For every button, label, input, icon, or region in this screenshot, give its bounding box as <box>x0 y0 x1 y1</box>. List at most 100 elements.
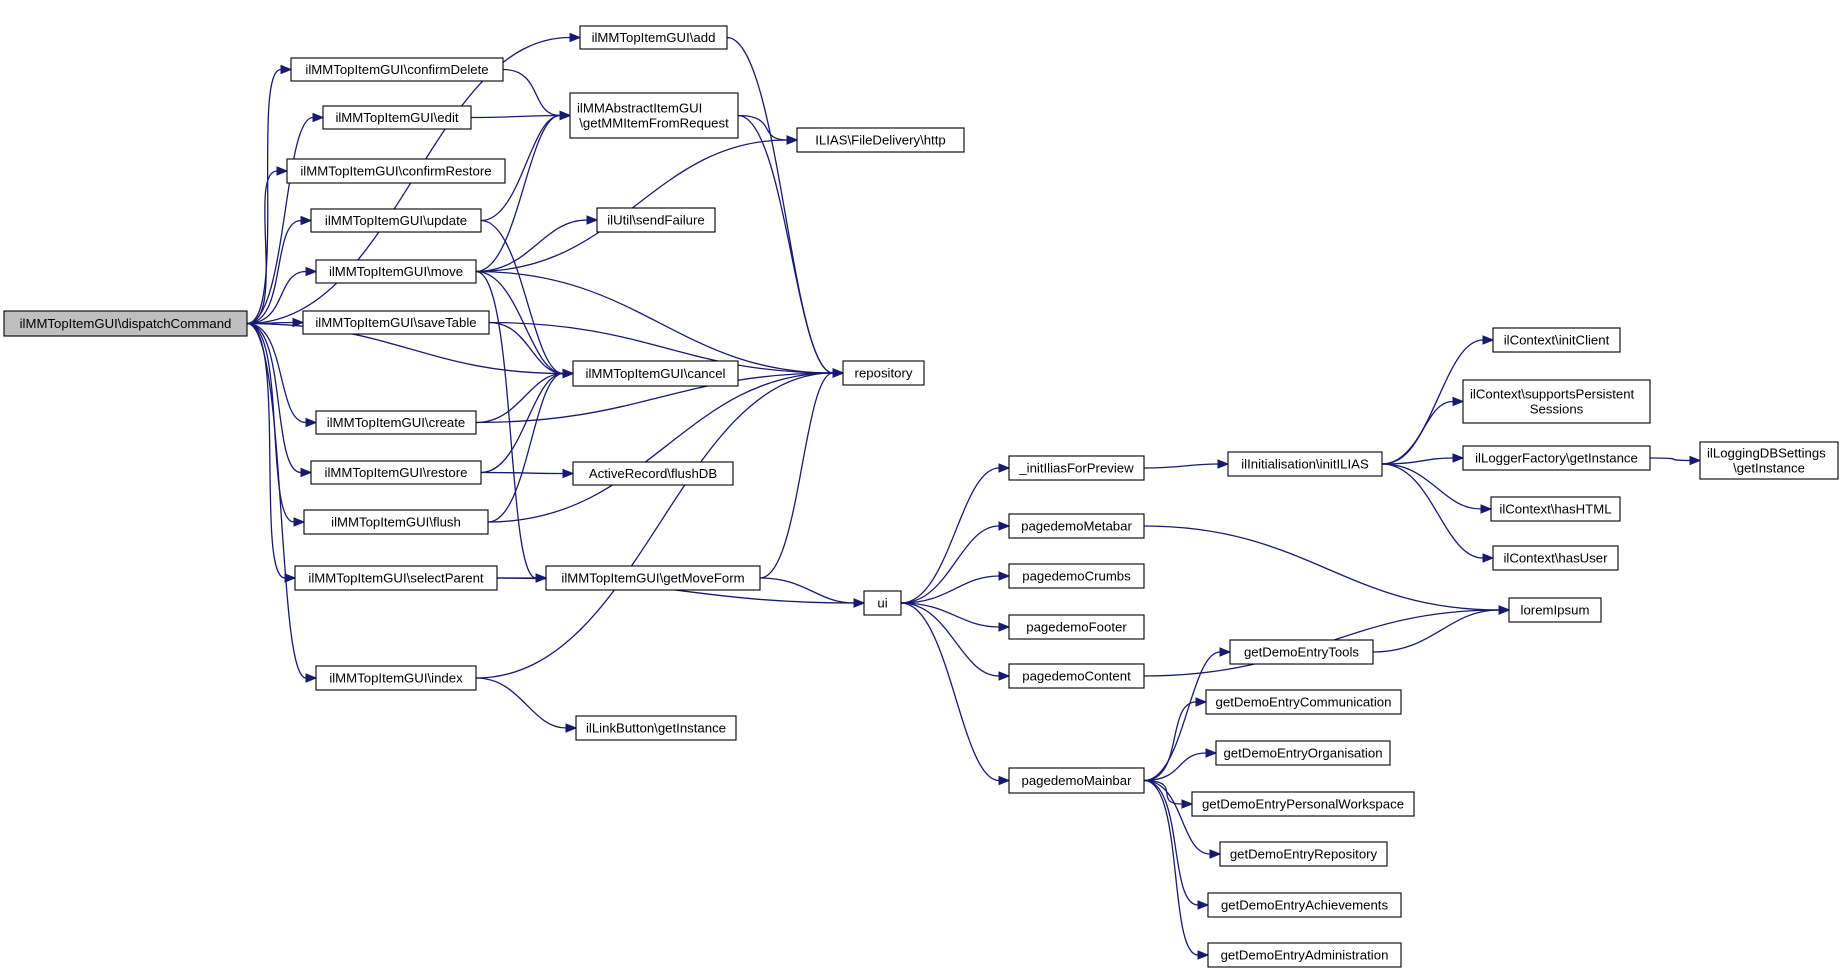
node-repository[interactable]: repository <box>842 360 925 386</box>
node-confirmRestore[interactable]: ilMMTopItemGUI\confirmRestore <box>286 158 506 184</box>
node-box <box>545 565 761 591</box>
node-box <box>1462 379 1651 424</box>
node-communication[interactable]: getDemoEntryCommunication <box>1205 689 1402 715</box>
node-getMoveForm[interactable]: ilMMTopItemGUI\getMoveForm <box>545 565 761 591</box>
node-workspace[interactable]: getDemoEntryPersonalWorkspace <box>1191 791 1415 817</box>
node-achievements[interactable]: getDemoEntryAchievements <box>1207 892 1402 918</box>
node-box <box>1008 513 1145 539</box>
node-saveTable[interactable]: ilMMTopItemGUI\saveTable <box>302 310 490 335</box>
node-label: ilContext\initClient <box>1504 333 1610 348</box>
node-cancel[interactable]: ilMMTopItemGUI\cancel <box>572 360 739 387</box>
arrowhead-icon <box>305 266 318 277</box>
node-box <box>572 461 734 486</box>
edge-mainbar-to-tools <box>1143 647 1232 782</box>
node-box <box>286 158 506 184</box>
edge-line <box>759 372 834 579</box>
node-create[interactable]: ilMMTopItemGUI\create <box>315 410 477 435</box>
node-metabar[interactable]: pagedemoMetabar <box>1008 513 1145 539</box>
edge-initILIAS-to-hasUser <box>1381 463 1495 563</box>
node-box <box>569 92 739 139</box>
edge-line <box>246 322 307 424</box>
node-label: getDemoEntryPersonalWorkspace <box>1202 797 1404 812</box>
edge-ui-to-metabar <box>900 521 1011 604</box>
node-linkButton[interactable]: ilLinkButton\getInstance <box>575 715 737 741</box>
node-initIlias[interactable]: _initIliasForPreview <box>1008 455 1145 481</box>
node-box <box>1508 597 1602 623</box>
edge-line <box>1381 400 1454 465</box>
node-box <box>310 460 482 485</box>
node-http[interactable]: ILIAS\FileDelivery\http <box>796 127 965 153</box>
node-loremIpsum[interactable]: loremIpsum <box>1508 597 1602 623</box>
edge-index-to-repository <box>475 368 845 679</box>
node-move[interactable]: ilMMTopItemGUI\move <box>315 259 477 284</box>
arrowhead-icon <box>1205 748 1218 758</box>
node-getMMItem[interactable]: ilMMAbstractItemGUI\getMMItemFromRequest <box>569 92 739 139</box>
node-label: repository <box>855 366 913 381</box>
node-administration[interactable]: getDemoEntryAdministration <box>1207 942 1402 968</box>
arrowhead-icon <box>1498 605 1511 615</box>
node-update[interactable]: ilMMTopItemGUI\update <box>310 208 482 233</box>
node-label: ilMMTopItemGUI\confirmDelete <box>305 62 488 77</box>
arrowhead-icon <box>565 723 578 733</box>
node-box <box>1008 663 1145 689</box>
node-flushDB[interactable]: ActiveRecord\flushDB <box>572 461 734 486</box>
node-index[interactable]: ilMMTopItemGUI\index <box>315 665 477 691</box>
arrowhead-icon <box>998 571 1011 581</box>
node-initILIAS[interactable]: ilInitialisation\initILIAS <box>1227 451 1383 477</box>
node-box <box>796 127 965 153</box>
arrowhead-icon <box>1482 335 1495 345</box>
node-content[interactable]: pagedemoContent <box>1008 663 1145 689</box>
node-footer[interactable]: pagedemoFooter <box>1008 614 1145 640</box>
node-box <box>572 360 739 387</box>
node-box <box>1215 740 1391 766</box>
edge-initILIAS-to-loggerFactory <box>1381 453 1465 465</box>
node-selectParent[interactable]: ilMMTopItemGUI\selectParent <box>294 565 498 591</box>
edge-getMoveForm-to-ui <box>759 577 866 608</box>
node-initClient[interactable]: ilContext\initClient <box>1492 327 1621 353</box>
node-organisation[interactable]: getDemoEntryOrganisation <box>1215 740 1391 766</box>
arrowhead-icon <box>1452 453 1465 463</box>
node-confirmDelete[interactable]: ilMMTopItemGUI\confirmDelete <box>290 57 504 82</box>
edge-tools-to-loremIpsum <box>1372 605 1511 653</box>
node-box <box>322 105 472 130</box>
node-add[interactable]: ilMMTopItemGUI\add <box>579 25 728 50</box>
node-label: ilMMTopItemGUI\cancel <box>586 366 726 381</box>
node-crumbs[interactable]: pagedemoCrumbs <box>1008 563 1145 589</box>
node-flush[interactable]: ilMMTopItemGUI\flush <box>303 509 489 535</box>
node-tools[interactable]: getDemoEntryTools <box>1229 639 1374 665</box>
node-label: ilMMTopItemGUI\getMoveForm <box>561 571 744 586</box>
edge-line <box>900 602 1000 628</box>
node-mainbar[interactable]: pagedemoMainbar <box>1008 767 1145 794</box>
node-box <box>1008 614 1145 640</box>
edge-line <box>470 114 561 119</box>
arrowhead-icon <box>562 468 575 479</box>
node-label: ilLoggerFactory\getInstance <box>1475 451 1638 466</box>
node-entryRepository[interactable]: getDemoEntryRepository <box>1219 841 1388 867</box>
node-hasHTML[interactable]: ilContext\hasHTML <box>1490 496 1621 522</box>
edge-line <box>1143 651 1221 782</box>
node-box <box>1492 545 1619 571</box>
edge-line <box>475 372 564 424</box>
node-label: ilMMTopItemGUI\saveTable <box>315 315 476 330</box>
arrowhead-icon <box>300 467 313 478</box>
edge-add-to-repository <box>726 36 845 378</box>
arrowhead-icon <box>1181 799 1194 809</box>
node-box <box>1229 639 1374 665</box>
node-label: ilLoggingDBSettings <box>1707 446 1826 461</box>
node-label: ilContext\hasHTML <box>1499 502 1611 517</box>
node-edit[interactable]: ilMMTopItemGUI\edit <box>322 105 472 130</box>
node-restore[interactable]: ilMMTopItemGUI\restore <box>310 460 482 485</box>
node-box <box>1191 791 1415 817</box>
node-loggerFactory[interactable]: ilLoggerFactory\getInstance <box>1462 445 1651 471</box>
edge-line <box>475 372 834 679</box>
node-box <box>842 360 925 386</box>
node-loggingDB[interactable]: ilLoggingDBSettings\getInstance <box>1699 441 1839 480</box>
edge-ui-to-initIlias <box>900 463 1011 604</box>
node-box <box>596 207 716 233</box>
node-sendFailure[interactable]: ilUtil\sendFailure <box>596 207 716 233</box>
node-hasUser[interactable]: ilContext\hasUser <box>1492 545 1619 571</box>
node-dispatch[interactable]: ilMMTopItemGUI\dispatchCommand <box>3 310 248 337</box>
edge-mainbar-to-entryRepository <box>1143 779 1222 859</box>
node-ui[interactable]: ui <box>863 590 902 616</box>
